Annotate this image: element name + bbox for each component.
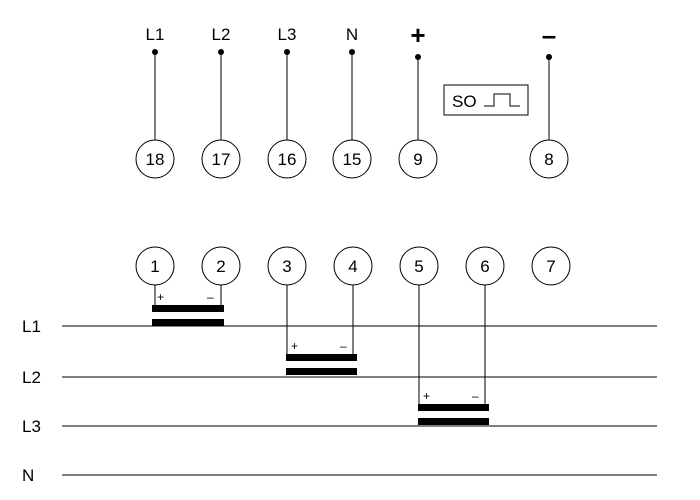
ct-primary-bar (418, 404, 489, 411)
plus-sign: + (410, 20, 425, 50)
so-output-box: SO (443, 84, 529, 116)
terminal-circle-5 (399, 246, 439, 286)
terminal-circle-4 (333, 246, 373, 286)
terminal-circle (267, 139, 307, 179)
top-terminal-17: L2 17 (201, 25, 241, 179)
ct-wires (154, 285, 486, 405)
terminal-number: 8 (544, 150, 553, 169)
terminal-number: 6 (480, 257, 489, 276)
current-transformer-l3: + – (418, 389, 489, 425)
current-transformer-l1: + – (152, 290, 224, 326)
current-transformer-l2: + – (286, 339, 357, 375)
ct-secondary-bar (286, 368, 357, 375)
top-terminal-16: L3 16 (267, 25, 307, 179)
phase-label-l3: L3 (22, 417, 41, 436)
terminal-number: 15 (343, 150, 362, 169)
ct-primary-bar (152, 305, 224, 312)
top-terminal-label: L2 (212, 25, 231, 44)
terminal-number: 16 (278, 150, 297, 169)
terminal-circle (135, 139, 175, 179)
top-terminal-label: L1 (146, 25, 165, 44)
terminal-number: 2 (216, 257, 225, 276)
terminal-circle (332, 139, 372, 179)
minus-sign: – (542, 20, 556, 50)
terminal-circle-7 (531, 246, 571, 286)
ct-plus: + (423, 389, 430, 403)
terminal-circle (201, 139, 241, 179)
so-box-frame (443, 84, 529, 116)
terminal-circle-1 (135, 246, 175, 286)
terminal-circle (529, 139, 569, 179)
ct-plus: + (157, 290, 164, 304)
bottom-terminals: 1 2 3 4 5 6 7 (135, 246, 571, 286)
terminal-number: 5 (414, 257, 423, 276)
ct-secondary-bar (152, 319, 224, 326)
ct-minus: – (340, 339, 347, 353)
terminal-number: 9 (413, 150, 422, 169)
ct-minus: – (472, 389, 479, 403)
terminal-number: 1 (150, 257, 159, 276)
terminal-circle (398, 139, 438, 179)
top-terminal-label: N (346, 25, 358, 44)
terminal-circle-2 (201, 246, 241, 286)
top-terminal-label: L3 (278, 25, 297, 44)
ct-secondary-bar (418, 418, 489, 425)
top-terminal-9: + 9 (398, 20, 438, 179)
terminal-circle-6 (465, 246, 505, 286)
terminal-number: 4 (348, 257, 357, 276)
phase-label-l1: L1 (22, 317, 41, 336)
top-terminal-8: – 8 (529, 20, 569, 179)
phase-label-l2: L2 (22, 368, 41, 387)
terminal-number: 7 (546, 257, 555, 276)
top-terminal-18: L1 18 (135, 25, 175, 179)
terminal-number: 18 (146, 150, 165, 169)
pulse-icon (484, 93, 520, 107)
phase-label-n: N (22, 466, 34, 485)
so-label: SO (452, 92, 477, 111)
terminal-number: 17 (212, 150, 231, 169)
ct-primary-bar (286, 354, 357, 361)
terminal-number: 3 (282, 257, 291, 276)
ct-plus: + (291, 339, 298, 353)
top-terminal-15: N 15 (332, 25, 372, 179)
ct-minus: – (207, 290, 214, 304)
terminal-circle-3 (267, 246, 307, 286)
